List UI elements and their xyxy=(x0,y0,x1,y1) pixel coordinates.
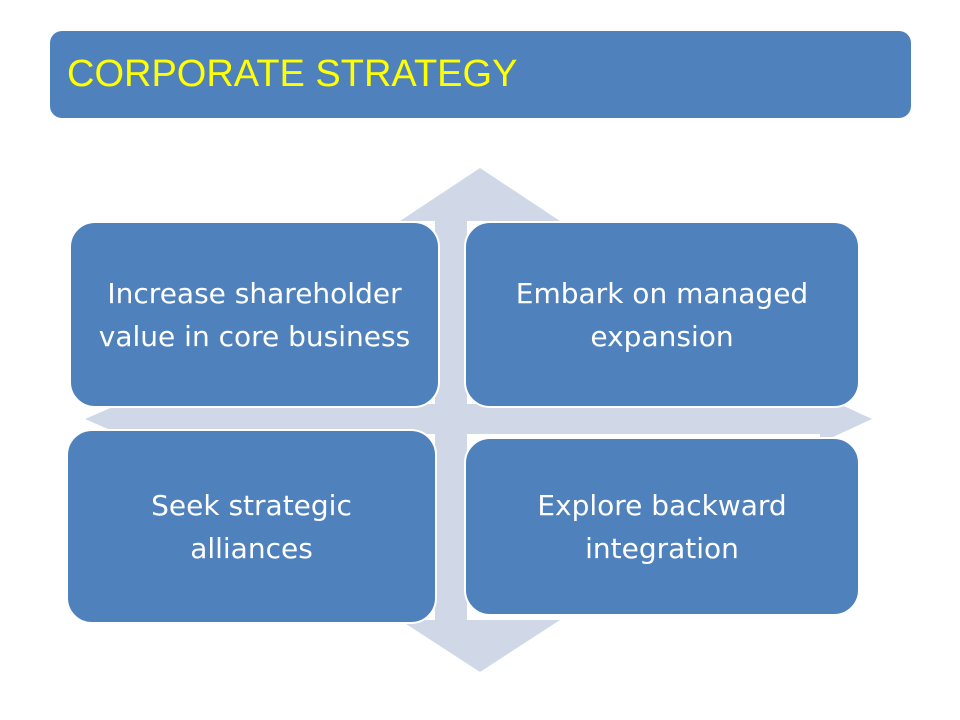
strategy-box-top-left: Increase shareholder value in core busin… xyxy=(69,221,440,408)
strategy-box-bottom-left: Seek strategic alliances xyxy=(66,429,437,624)
slide-title: CORPORATE STRATEGY xyxy=(67,53,518,95)
arrow-up xyxy=(400,168,560,221)
strategy-box-bottom-right: Explore backward integration xyxy=(464,437,860,616)
arrow-down xyxy=(400,620,560,672)
arrow-vertical-band xyxy=(435,210,467,630)
title-bar: CORPORATE STRATEGY xyxy=(50,31,911,118)
strategy-box-top-left-label: Increase shareholder value in core busin… xyxy=(98,276,411,353)
strategy-box-top-right-label: Embark on managed expansion xyxy=(515,276,809,353)
strategy-box-bottom-right-label: Explore backward integration xyxy=(537,488,787,565)
strategy-box-top-right: Embark on managed expansion xyxy=(464,221,860,408)
strategy-box-bottom-left-label: Seek strategic alliances xyxy=(151,488,352,565)
